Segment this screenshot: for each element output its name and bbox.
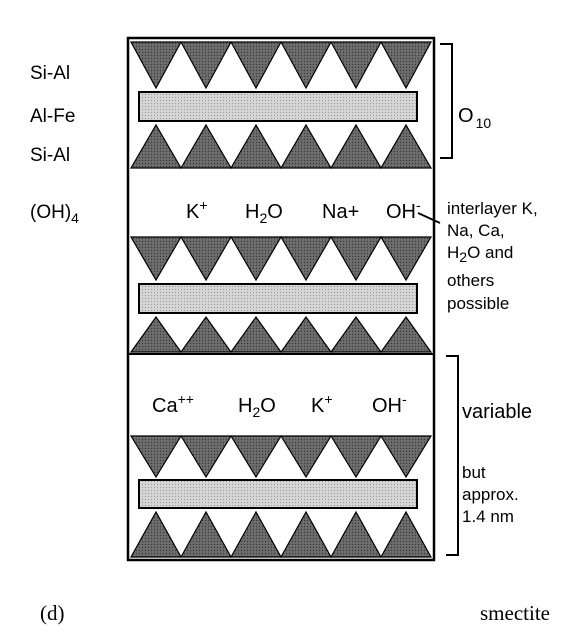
tetrahedral-sheet-top-2 [279,236,333,282]
label-si-al-bottom: Si-Al [30,145,70,166]
ion-water: H2O [245,201,283,226]
label-hydroxyl: (OH)4 [30,202,79,226]
ion-water-2: H2O [238,395,276,420]
note-line-4: others [447,271,494,290]
structure-frame [126,36,436,562]
spacing-note-line-4: 1.4 nm [462,507,514,526]
ion-k-plus-2: K+ [311,391,333,417]
tetrahedral-sheet-bottom-1 [179,123,233,169]
ion-k-plus: K+ [186,197,208,223]
spacing-note-line-1: variable [462,401,532,423]
tetrahedral-sheet-top-1 [229,41,283,90]
interlayer-1-note: interlayer K, Na, Ca, H2O and others pos… [447,199,538,313]
interlayer-1-ions: K+ H2O Na+ OH- [186,197,421,226]
interlayer-2-ions: Ca++ H2O K+ OH- [152,391,407,420]
panel-label: (d) [40,601,65,625]
ion-oh-minus: OH- [386,197,421,223]
tot-layers [129,41,433,558]
note-line-3: H2O and [447,243,513,265]
tetrahedral-sheet-bottom-2 [379,315,433,353]
ion-ca-2plus: Ca++ [152,391,194,417]
spacing-note: variable but approx. 1.4 nm [462,401,532,526]
note-line-5: possible [447,294,509,313]
tetrahedral-sheet-top-2 [229,236,283,282]
tetrahedral-sheet-top-3 [379,435,433,479]
tetrahedral-sheet-bottom-3 [179,510,233,558]
tetrahedral-sheet-top-1 [179,41,233,90]
tetrahedral-sheet-bottom-2 [279,315,333,353]
tetrahedral-sheet-top-3 [329,435,383,479]
spacing-bracket [446,355,459,556]
tetrahedral-sheet-top-3 [179,435,233,479]
tetrahedral-sheet-top-3 [129,435,183,479]
tetrahedral-sheet-bottom-1 [329,123,383,169]
tetrahedral-sheet-bottom-1 [129,123,183,169]
tetrahedral-sheet-top-2 [179,236,233,282]
tetrahedral-sheet-bottom-3 [279,510,333,558]
tetrahedral-sheet-top-1 [379,41,433,90]
note-line-2: Na, Ca, [447,221,505,240]
note-line-1: interlayer K, [447,199,538,218]
tetrahedral-sheet-top-3 [279,435,333,479]
label-al-fe: Al-Fe [30,106,75,127]
tetrahedral-sheet-bottom-3 [129,510,183,558]
tetrahedral-sheet-bottom-2 [179,315,233,353]
tetrahedral-sheet-bottom-3 [379,510,433,558]
tetrahedral-sheet-bottom-1 [279,123,333,169]
ion-na-plus: Na+ [322,201,359,223]
ion-oh-minus-2: OH- [372,391,407,417]
tetrahedral-sheet-top-3 [229,435,283,479]
tetrahedral-sheet-top-2 [129,236,183,282]
tetrahedral-sheet-bottom-2 [329,315,383,353]
tetrahedral-sheet-bottom-3 [329,510,383,558]
octahedral-sheet-1 [138,91,418,122]
tetrahedral-sheet-top-1 [279,41,333,90]
tetrahedral-sheet-top-1 [329,41,383,90]
tetrahedral-sheet-bottom-1 [229,123,283,169]
spacing-note-line-3: approx. [462,485,519,504]
o10-bracket [440,43,453,159]
octahedral-sheet-3 [138,479,418,509]
tetrahedral-sheet-bottom-2 [129,315,183,353]
tetrahedral-sheet-top-1 [129,41,183,90]
octahedral-sheet-2 [138,283,418,314]
tetrahedral-sheet-bottom-3 [229,510,283,558]
tetrahedral-sheet-bottom-1 [379,123,433,169]
label-si-al-top: Si-Al [30,63,70,84]
tetrahedral-sheet-top-2 [379,236,433,282]
spacing-note-line-2: but [462,463,486,482]
mineral-name: smectite [480,601,550,625]
interlayer-pointer-line [417,212,441,224]
tetrahedral-sheet-top-2 [329,236,383,282]
tetrahedral-sheet-bottom-2 [229,315,283,353]
